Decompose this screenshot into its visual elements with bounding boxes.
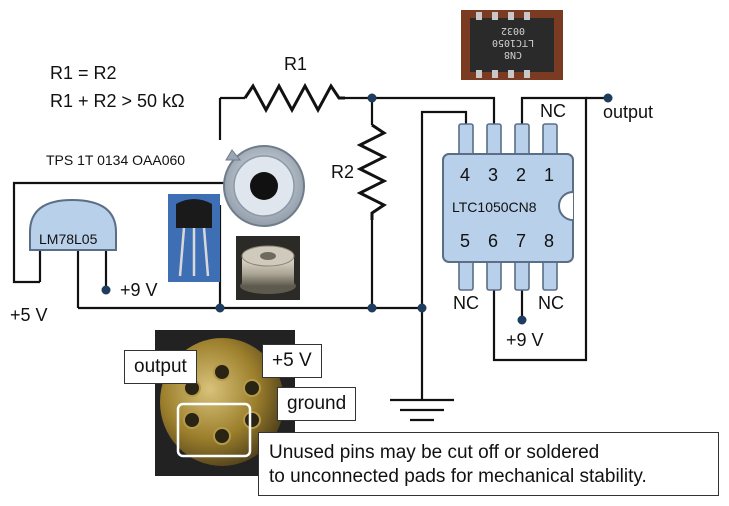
callout-plus5v: +5 V — [262, 344, 322, 378]
regulator-body — [29, 198, 117, 251]
node-ground-sensor — [215, 303, 225, 313]
regulator-label: LM78L05 — [39, 231, 98, 247]
ic-nc-bottom-right: NC — [538, 293, 564, 313]
node-plus9v-left — [101, 285, 111, 295]
node-output — [603, 93, 613, 103]
note-box: Unused pins may be cut off or soldered t… — [258, 432, 719, 496]
callout-ground: ground — [277, 387, 357, 421]
r1-label: R1 — [284, 54, 308, 74]
chip-photo — [461, 10, 563, 80]
ic-nc-top: NC — [540, 101, 566, 121]
sensor-top-view — [223, 145, 305, 227]
callout-output: output — [124, 350, 197, 384]
r2-label: R2 — [331, 162, 355, 182]
resistor-r1 — [243, 82, 345, 114]
note-line-1: Unused pins may be cut off or soldered — [269, 442, 600, 463]
chip-marking-line-1: CN8 — [503, 49, 523, 60]
chip-marking-line-3: 0032 — [500, 25, 526, 36]
ic-pin-5: 5 — [460, 231, 471, 251]
junction-nodes — [101, 93, 613, 325]
transistor-photo — [168, 194, 220, 282]
plus9v-bottom-label: +9 V — [506, 330, 544, 350]
can-sensor-photo — [236, 236, 300, 300]
node-plus9v-bottom — [517, 315, 527, 325]
node-r1-r2 — [367, 93, 377, 103]
ic-pin-3: 3 — [488, 165, 499, 185]
ic-pin-4: 4 — [460, 165, 471, 185]
ic-notch — [558, 191, 574, 221]
resistor-r2 — [356, 123, 388, 220]
ic-pins — [458, 123, 558, 291]
node-ground-r2 — [367, 303, 377, 313]
ic-pin-2: 2 — [516, 165, 527, 185]
ic-part-label: LTC1050CN8 — [452, 199, 537, 215]
plus5v-label: +5 V — [10, 305, 48, 325]
ic-nc-bottom-left: NC — [453, 293, 479, 313]
node-ground-right — [417, 303, 427, 313]
ic-pin-8: 8 — [544, 231, 555, 251]
ic-pin-6: 6 — [488, 231, 499, 251]
sensor-label: TPS 1T 0134 OAA060 — [46, 152, 186, 168]
plus9v-left-label: +9 V — [120, 280, 158, 300]
ic-pin-7: 7 — [516, 231, 527, 251]
equation-line-1: R1 = R2 — [50, 63, 117, 83]
output-label: output — [603, 102, 654, 122]
note-line-2: to unconnected pads for mechanical stabi… — [269, 466, 647, 487]
chip-marking-line-2: LTC1050 — [491, 37, 535, 48]
equation-line-2: R1 + R2 > 50 kΩ — [50, 91, 185, 111]
chip-photo-markings: CN8 LTC1050 0032 — [478, 24, 548, 60]
ic-pin-1: 1 — [544, 165, 555, 185]
